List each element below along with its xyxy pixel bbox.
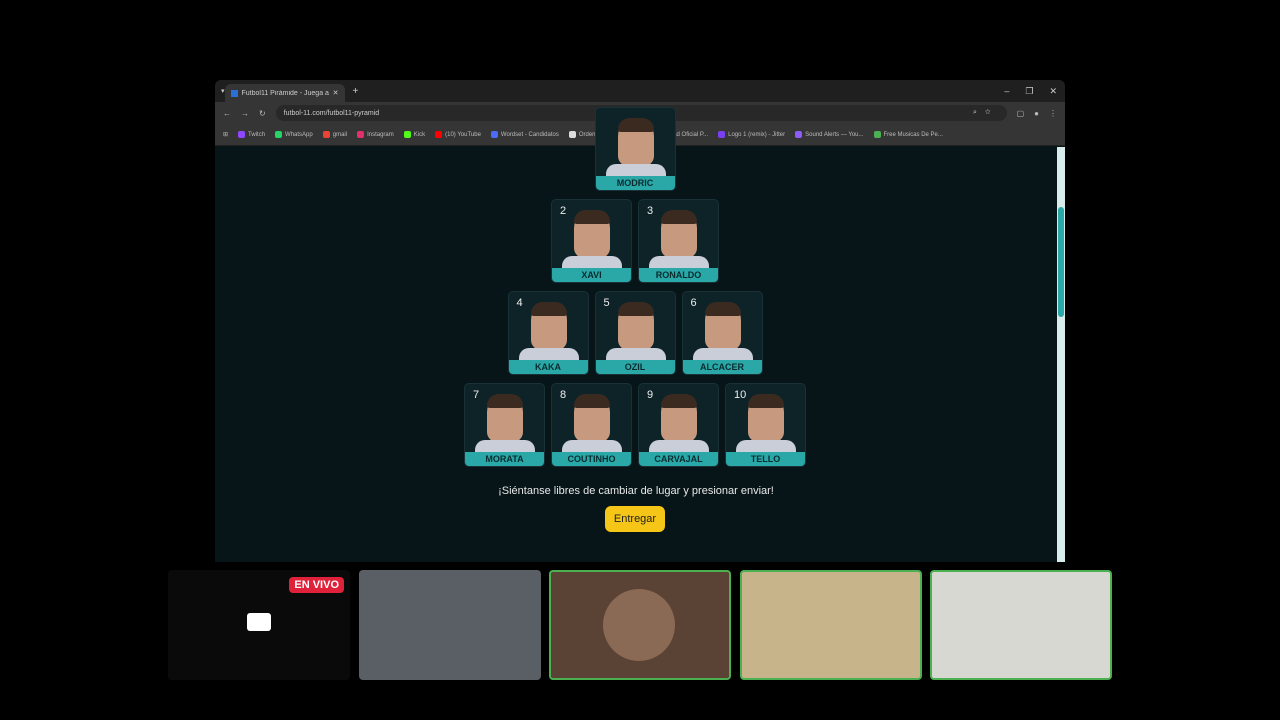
- player-shirt: [605, 164, 666, 178]
- player-card[interactable]: MODRIC: [594, 107, 676, 191]
- player-shirt: [475, 440, 535, 454]
- back-icon[interactable]: ←: [223, 108, 231, 118]
- forward-icon[interactable]: →: [241, 108, 249, 118]
- restore-icon[interactable]: ❐: [1025, 85, 1034, 96]
- monitor-icon: [247, 613, 271, 631]
- bookmark-item[interactable]: Twitch: [238, 130, 265, 138]
- profile-icon[interactable]: ●: [1034, 108, 1039, 118]
- submit-button[interactable]: Entregar: [605, 506, 665, 532]
- player-shirt: [562, 440, 622, 454]
- instruction-text: ¡Siéntanse libres de cambiar de lugar y …: [498, 485, 774, 497]
- player-shirt: [692, 348, 753, 362]
- screen-share-tile[interactable]: EN VIVO: [168, 570, 350, 680]
- bookmark-item[interactable]: Wordset - Candidatos: [490, 130, 559, 138]
- player-shirt: [605, 348, 666, 362]
- player-shirt: [518, 348, 579, 362]
- new-tab-icon[interactable]: +: [352, 85, 359, 97]
- bookmark-icon: [490, 130, 498, 138]
- player-name: XAVI: [552, 268, 631, 282]
- bookmark-item[interactable]: Kick: [403, 130, 425, 138]
- player-photo: [617, 302, 654, 350]
- menu-icon[interactable]: ⋮: [1049, 108, 1057, 118]
- player-photo: [661, 210, 697, 258]
- player-shirt: [562, 256, 622, 270]
- player-name: MORATA: [465, 452, 544, 466]
- player-name: ALCACER: [682, 360, 762, 374]
- bookmark-icon: [357, 130, 365, 138]
- player-photo: [704, 302, 741, 350]
- bookmark-icon: [403, 130, 411, 138]
- bookmark-item[interactable]: Free Musicas De Pe...: [873, 130, 943, 138]
- player-name: TELLO: [726, 452, 805, 466]
- bookmark-item[interactable]: (10) YouTube: [435, 130, 481, 138]
- tab-bar: ▾ Futbol11 Pirámide - Juega al ju...✕ + …: [215, 80, 1065, 102]
- player-shirt: [649, 256, 709, 270]
- extensions-icon[interactable]: ▢: [1016, 108, 1025, 118]
- player-photo: [748, 394, 784, 442]
- bookmark-icon: [873, 130, 881, 138]
- bookmark-item[interactable]: Sound Alerts — You...: [795, 130, 864, 138]
- live-badge: EN VIVO: [289, 577, 344, 593]
- bookmark-icon: [238, 130, 246, 138]
- player-name: KAKA: [508, 360, 588, 374]
- player-name: COUTINHO: [552, 452, 631, 466]
- participant-video-1[interactable]: [359, 570, 541, 680]
- bookmark-item[interactable]: Logo 1 (remix) - Jitter: [718, 130, 785, 138]
- close-window-icon[interactable]: ✕: [1049, 85, 1057, 96]
- bookmark-icon: [718, 130, 726, 138]
- participant-video-2[interactable]: [549, 570, 731, 680]
- player-photo: [574, 394, 610, 442]
- player-name: CARVAJAL: [639, 452, 718, 466]
- scrollbar[interactable]: [1057, 147, 1065, 562]
- bookmark-icon: [275, 130, 283, 138]
- tab-active[interactable]: Futbol11 Pirámide - Juega al ju...✕: [224, 84, 345, 102]
- browser-window: ▾ Futbol11 Pirámide - Juega al ju...✕ + …: [215, 80, 1065, 562]
- bookmark-icon: [795, 130, 803, 138]
- tab-search-icon[interactable]: ▾: [221, 88, 225, 95]
- player-photo: [661, 394, 697, 442]
- reload-icon[interactable]: ↻: [259, 108, 266, 118]
- favicon-icon: [230, 89, 238, 97]
- player-shirt: [649, 440, 709, 454]
- bookmark-icon: [435, 130, 443, 138]
- zoom-star-icons[interactable]: ⌕☆: [972, 109, 999, 116]
- bookmark-icon: [568, 130, 576, 138]
- player-photo: [617, 118, 654, 166]
- player-shirt: [736, 440, 796, 454]
- bookmark-item[interactable]: WhatsApp: [275, 130, 313, 138]
- player-name: MODRIC: [595, 176, 675, 190]
- apps-icon[interactable]: ⊞: [223, 132, 229, 138]
- player-photo: [487, 394, 523, 442]
- participant-video-3[interactable]: [740, 570, 922, 680]
- player-photo: [530, 302, 567, 350]
- player-photo: [574, 210, 610, 258]
- player-name: RONALDO: [639, 268, 718, 282]
- minimize-icon[interactable]: –: [1004, 85, 1010, 96]
- participant-video-4[interactable]: [930, 570, 1112, 680]
- bookmark-item[interactable]: gmail: [322, 130, 347, 138]
- bookmark-item[interactable]: Instagram: [357, 130, 394, 138]
- close-tab-icon[interactable]: ✕: [332, 90, 339, 97]
- bookmark-icon: [322, 130, 330, 138]
- player-name: OZIL: [595, 360, 675, 374]
